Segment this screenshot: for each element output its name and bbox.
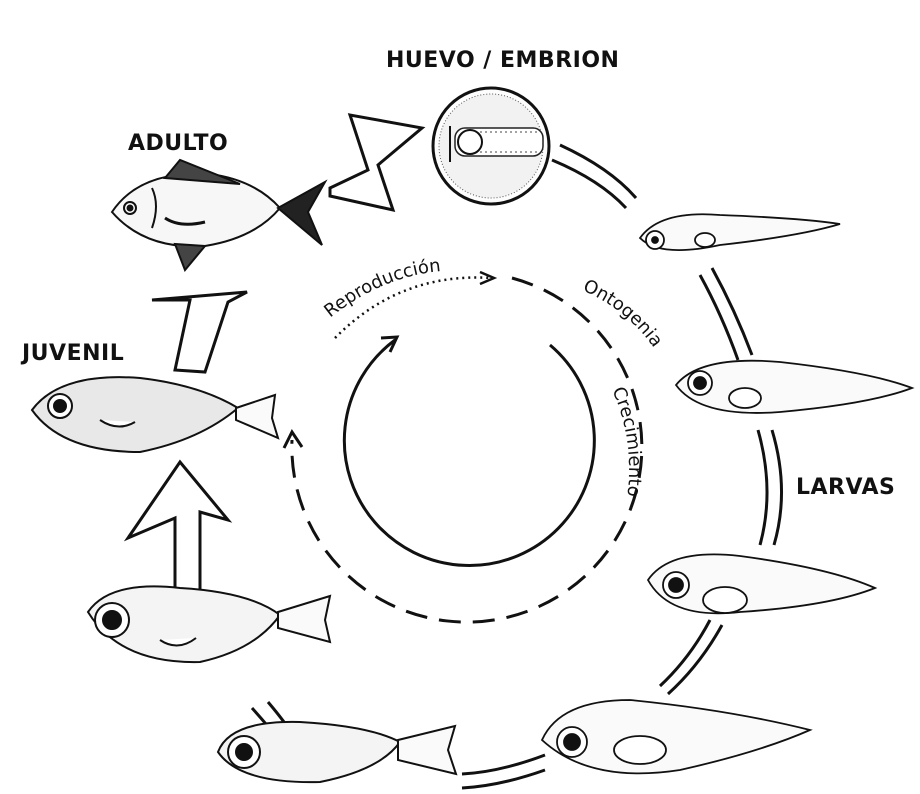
arrow-juvenile-to-adult: [152, 292, 247, 372]
juvenile-fish-illustration: [32, 377, 278, 452]
bottom-larva-fish-illustration: [218, 722, 456, 782]
label-juvenile: JUVENIL: [22, 341, 124, 366]
label-adult: ADULTO: [128, 131, 228, 156]
larva-stage-1-illustration: [640, 214, 840, 250]
label-egg-embryo: HUEVO / EMBRION: [386, 48, 619, 73]
larva-stage-3-illustration: [648, 554, 875, 613]
label-reproduction: Reproducción: [320, 255, 441, 322]
inner-cycles: [284, 272, 642, 622]
label-growth: Crecimiento: [608, 384, 646, 498]
growth-arc: [344, 340, 594, 565]
arrow-larva-to-juvenile: [128, 462, 228, 592]
adult-fish-illustration: [112, 160, 325, 270]
label-ontogeny: Ontogenia: [580, 275, 667, 351]
label-larvae: LARVAS: [796, 475, 895, 500]
larva-stage-2-illustration: [676, 361, 912, 413]
larva-stage-4-illustration: [542, 700, 810, 773]
arrow-adult-to-egg: [330, 115, 422, 210]
ontogeny-arrowhead: [284, 432, 302, 448]
late-larva-fish-illustration: [88, 586, 330, 662]
egg-embryo-illustration: [433, 88, 549, 204]
